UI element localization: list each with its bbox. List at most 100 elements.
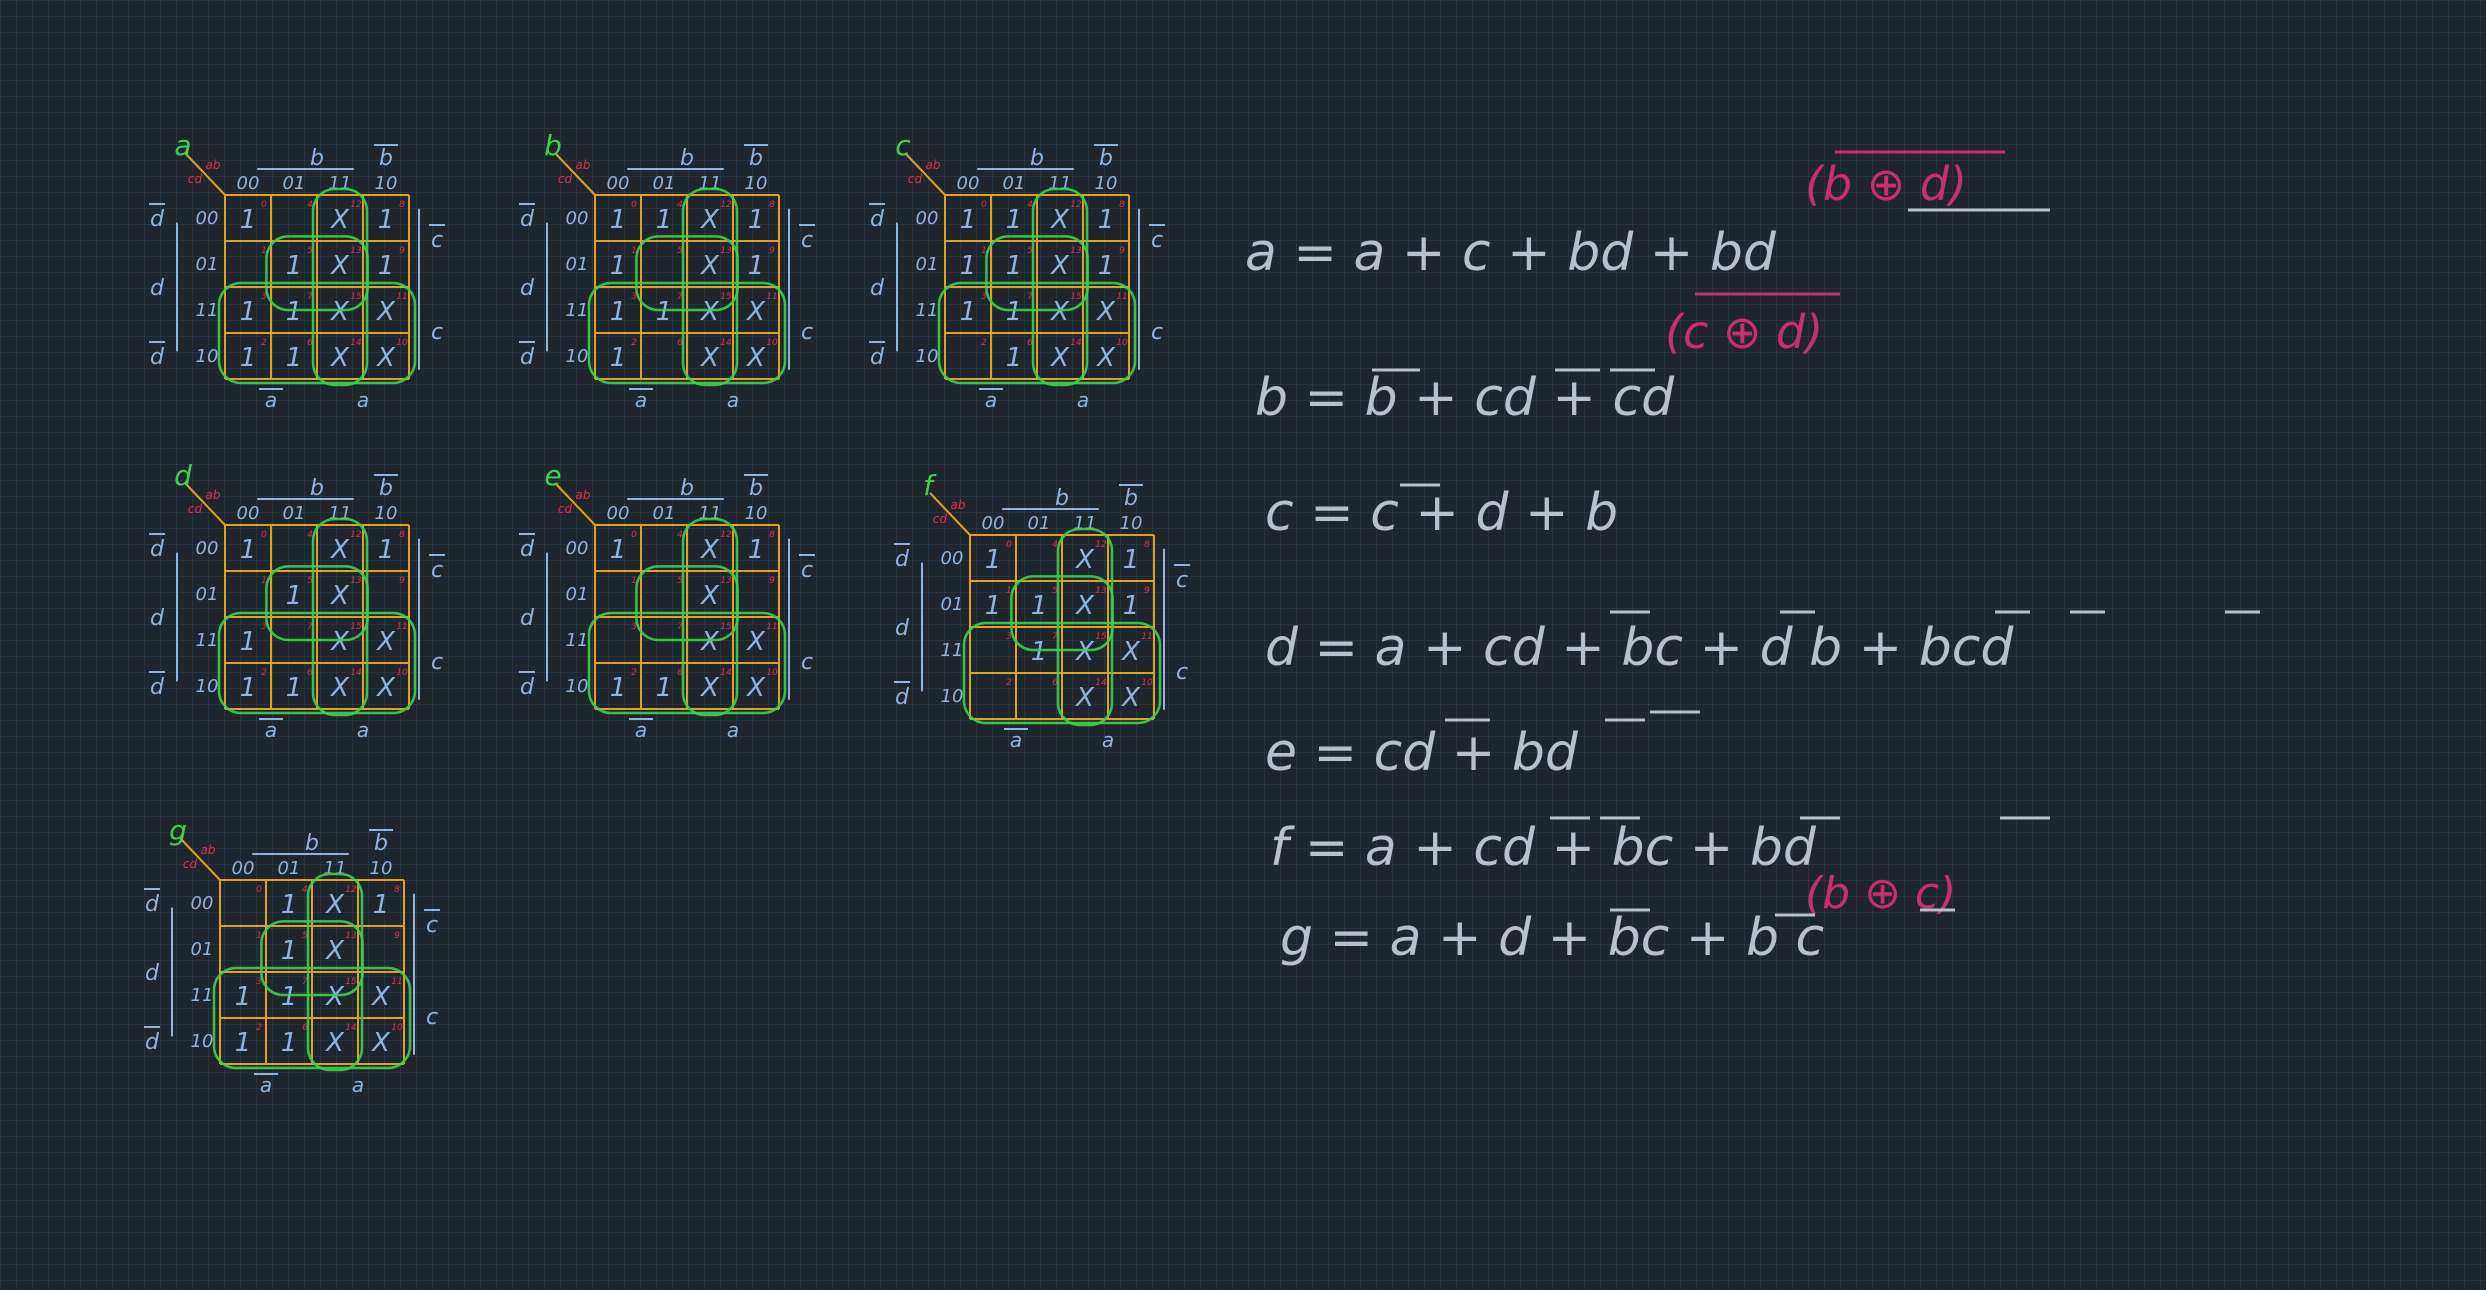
kmap-cell: 1: [1031, 591, 1048, 621]
kmap-cell-index: 0: [631, 530, 637, 540]
kmap-col-code: 00: [237, 173, 260, 194]
kmap-row-code: 01: [566, 584, 589, 605]
kmap-row-code: 01: [196, 254, 219, 275]
kmap-cell-index: 6: [307, 338, 313, 348]
kmap-cell: X: [1095, 343, 1116, 373]
kmap-cell-index: 14: [345, 1023, 357, 1033]
kmap-bottom-a: a: [352, 1073, 364, 1097]
kmap-cell: 1: [656, 673, 673, 703]
kmap-cell-index: 5: [302, 931, 308, 941]
kmap-cell-index: 2: [631, 338, 637, 348]
kmap-cell: X: [1074, 545, 1095, 575]
kmap-right-c: c: [431, 320, 443, 345]
kmap-cell: X: [1120, 683, 1141, 713]
kmap-top-b: b: [310, 146, 324, 171]
kmap-row-code: 11: [196, 300, 219, 321]
kmap-cell: 1: [286, 251, 303, 281]
kmap-corner-ab: ab: [951, 498, 966, 512]
kmap-cell-index: 3: [261, 622, 267, 632]
kmap-corner-diagonal: [904, 152, 946, 196]
kmap-cell-index: 5: [307, 246, 313, 256]
equation-d: d = a + cd + bc + d b + bcd: [1265, 618, 2014, 678]
kmap-cell-index: 8: [1144, 540, 1150, 550]
kmap-cell: X: [370, 1028, 391, 1058]
kmap-row-code: 00: [941, 548, 964, 569]
kmap-left-dbar: d: [870, 345, 885, 370]
kmap-cell-index: 5: [1027, 246, 1033, 256]
kmap-cell-index: 5: [1052, 586, 1058, 596]
kmap-cell-index: 9: [769, 246, 775, 256]
kmap-cell: 1: [235, 982, 252, 1012]
kmap-bottom-a: a: [1077, 388, 1089, 412]
kmap-row-code: 10: [566, 676, 589, 697]
kmap-corner-ab: ab: [576, 488, 591, 502]
kmap-cell: 1: [281, 890, 298, 920]
kmap-group-loop: [985, 235, 1089, 312]
kmap-left-d: d: [520, 276, 535, 301]
kmap-row-code: 00: [196, 538, 219, 559]
kmap-cell: X: [745, 297, 766, 327]
kmap-top-b: b: [305, 831, 319, 856]
kmap-cell: 1: [960, 205, 977, 235]
kmap-cell-index: 3: [631, 622, 637, 632]
kmap-cell: 1: [378, 535, 395, 565]
kmap-cell: X: [375, 673, 396, 703]
kmap-col-code: 10: [745, 503, 768, 524]
kmap-cell: X: [699, 297, 720, 327]
kmap-cell-index: 4: [677, 200, 683, 210]
kmap-cell: X: [1074, 683, 1095, 713]
kmap-left-dbar: d: [145, 1030, 160, 1055]
kmap-cell: 1: [748, 205, 765, 235]
kmap-col-code: 01: [283, 173, 306, 194]
kmap-cell-index: 10: [391, 1023, 403, 1033]
kmap-group-loop: [265, 565, 369, 642]
kmap-left-d: d: [870, 276, 885, 301]
kmap-group-loop: [265, 235, 369, 312]
kmap-cell: 1: [748, 251, 765, 281]
kmap-cell: X: [1074, 637, 1095, 667]
kmap-cell-index: 11: [396, 292, 407, 302]
kmap-cell-index: 14: [1095, 678, 1107, 688]
kmap-cell-index: 14: [1070, 338, 1082, 348]
kmap-row-code: 00: [916, 208, 939, 229]
kmap-cell: X: [745, 627, 766, 657]
kmap-cell: X: [699, 673, 720, 703]
kmap-top-bbar: b: [379, 476, 393, 501]
kmap-cell: 1: [1098, 251, 1115, 281]
kmap-bottom-abar: a: [260, 1073, 272, 1097]
kmap-cell-index: 2: [981, 338, 987, 348]
kmap-col-code: 01: [278, 858, 301, 879]
kmap-row-code: 01: [196, 584, 219, 605]
kmap-cell-index: 7: [307, 622, 313, 632]
kmap-top-bbar: b: [1099, 146, 1113, 171]
kmap-row-code: 10: [196, 676, 219, 697]
kmap-cell: X: [375, 343, 396, 373]
kmap-cell-index: 4: [302, 885, 308, 895]
kmap-cell-index: 4: [677, 530, 683, 540]
kmap-cell-index: 9: [1144, 586, 1150, 596]
kmap-cell-index: 10: [1116, 338, 1128, 348]
kmap-col-code: 01: [1003, 173, 1026, 194]
kmap-cell-index: 3: [256, 977, 262, 987]
kmap-col-code: 01: [653, 503, 676, 524]
kmap-corner-diagonal: [184, 482, 226, 526]
kmap-cell: X: [699, 251, 720, 281]
kmap-cell-index: 7: [1052, 632, 1058, 642]
equation-g: g = a + d + bc + b c: [1280, 908, 1824, 968]
kmap-cell-index: 2: [631, 668, 637, 678]
kmap-cell-index: 1: [1006, 586, 1012, 596]
kmap-row-code: 10: [196, 346, 219, 367]
kmap-row-code: 10: [566, 346, 589, 367]
kmap-cell-index: 6: [677, 668, 683, 678]
kmap-left-dbar: d: [895, 547, 910, 572]
kmap-corner-cd: cd: [188, 502, 203, 516]
kmap-corner-cd: cd: [558, 502, 573, 516]
kmap-left-dbar: d: [150, 537, 165, 562]
kmap-left-d: d: [150, 276, 165, 301]
kmap-cell: X: [699, 627, 720, 657]
kmap-cell-index: 12: [350, 200, 362, 210]
